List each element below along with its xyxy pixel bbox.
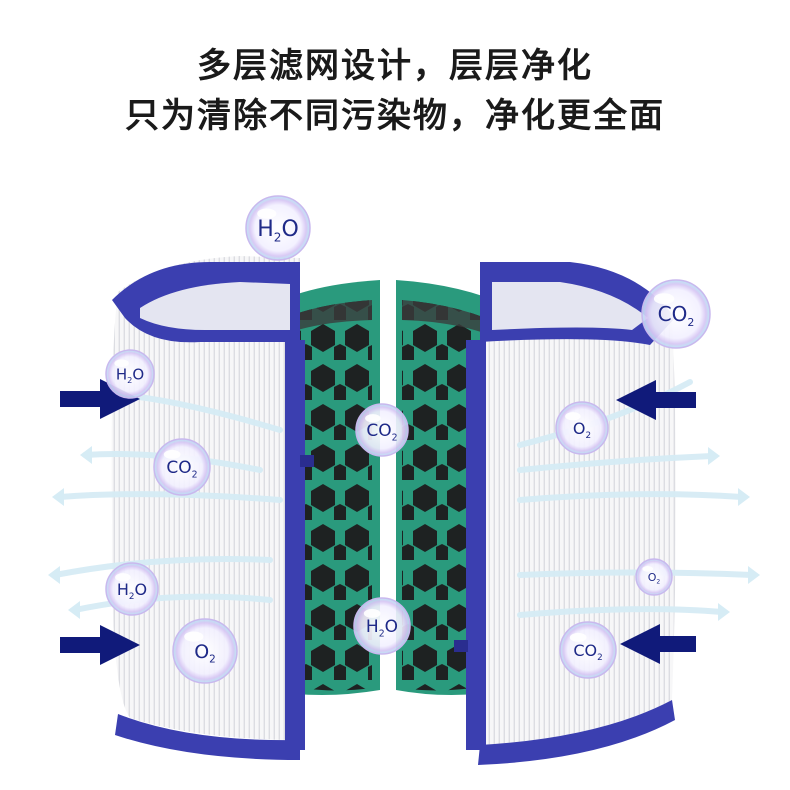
molecule-bubble: CO2 [355,403,409,457]
molecule-bubble: CO2 [559,621,617,679]
headline-line-1: 多层滤网设计，层层净化 [197,46,593,86]
airflow-arrowheads [48,446,760,621]
intake-arrow-right-bottom [620,624,696,664]
hepa-filter-right [454,262,676,765]
molecule-label: H2O [366,617,398,639]
molecule-bubble: H2O [245,195,311,261]
molecule-label: O2 [573,419,591,441]
intake-arrow-left-top [60,379,140,419]
hepa-filter-left [111,256,314,760]
headline-line-2: 只为清除不同污染物，净化更全面 [125,96,665,136]
molecule-label: O2 [648,571,661,586]
molecule-label: CO2 [166,458,197,480]
molecule-bubble: CO2 [641,279,711,349]
molecule-label: CO2 [658,302,695,329]
molecule-label: CO2 [573,641,602,663]
molecule-label: H2O [116,365,144,385]
molecule-bubble: H2O [105,562,159,616]
molecule-bubble: O2 [172,618,238,684]
molecule-bubble: O2 [555,401,609,455]
molecule-bubble: O2 [635,558,673,596]
molecule-label: O2 [194,641,216,666]
intake-arrow-left-bottom [60,625,140,665]
molecule-bubble: CO2 [153,438,211,496]
molecule-label: CO2 [366,421,397,443]
molecule-label: H2O [117,580,147,602]
molecule-bubble: H2O [353,597,411,655]
molecule-bubble: H2O [105,349,155,399]
molecule-label: H2O [257,217,299,245]
intake-arrow-right-top [616,380,696,420]
